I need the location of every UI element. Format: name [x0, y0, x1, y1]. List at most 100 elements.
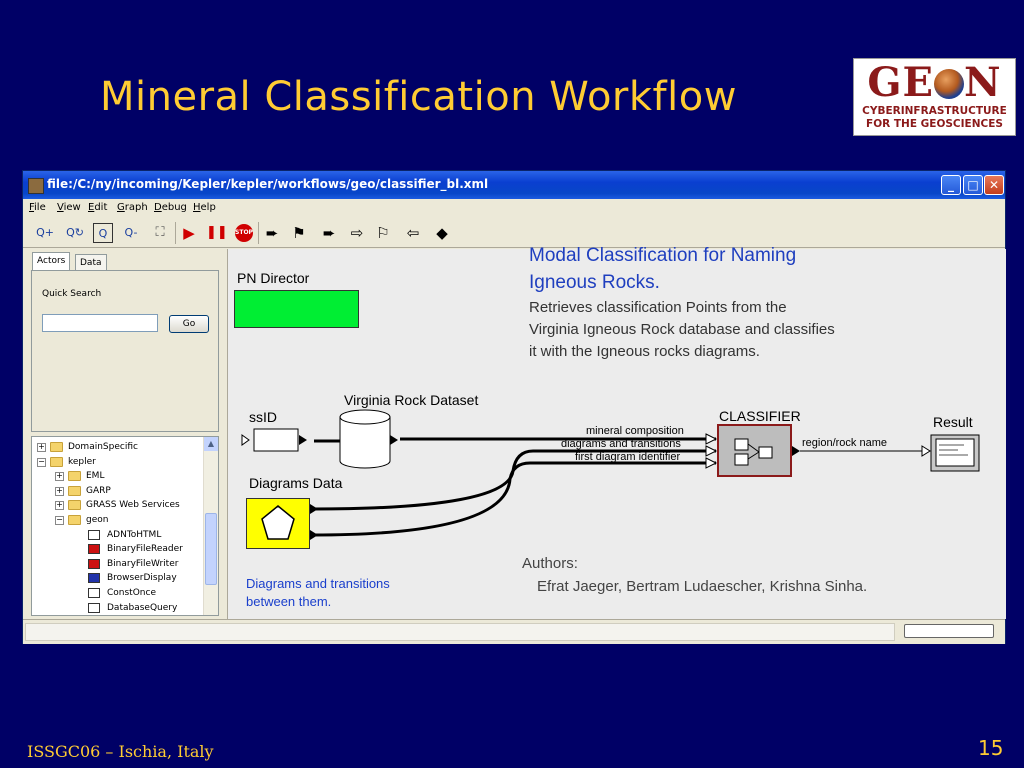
actor-tree: + DomainSpecific − kepler + EML + GARP +GRASS We…: [31, 436, 219, 616]
zoom-fit-icon[interactable]: Q: [93, 223, 113, 243]
zoom-out-icon[interactable]: Q-: [124, 226, 138, 239]
zoom-in-icon[interactable]: Q+: [36, 226, 54, 239]
tree-item[interactable]: BinaryFileReader: [32, 542, 202, 556]
tree-item-label: GARP: [86, 485, 111, 496]
menu-debug[interactable]: Debug: [154, 202, 187, 213]
multiport-io-icon[interactable]: ⇦: [406, 224, 420, 242]
go-button[interactable]: Go: [169, 315, 209, 333]
workflow-canvas[interactable]: Modal Classification for Naming Igneous …: [227, 245, 1006, 619]
menu-file[interactable]: File: [29, 202, 46, 213]
tab-actors[interactable]: Actors: [32, 252, 71, 270]
folder-icon: [68, 485, 81, 496]
folder-icon: [68, 471, 81, 482]
run-icon[interactable]: ▶: [183, 224, 195, 242]
scrollbar-thumb[interactable]: [205, 513, 217, 585]
expand-icon[interactable]: +: [55, 471, 64, 482]
zoom-reset-icon[interactable]: Q↻: [66, 226, 84, 239]
pause-icon[interactable]: ❚❚: [206, 225, 228, 240]
result-lines: [939, 444, 968, 456]
menu-graph[interactable]: Graph: [117, 202, 148, 213]
io-port-icon[interactable]: ➨: [322, 224, 336, 242]
result-screen-icon: [935, 438, 975, 467]
kepler-window: file:/C:/ny/incoming/Kepler/kepler/workf…: [22, 170, 1006, 644]
tree-item[interactable]: + GARP: [32, 484, 202, 498]
database-icon[interactable]: [339, 417, 391, 469]
classifier-actor[interactable]: [717, 424, 792, 477]
tree-item[interactable]: BrowserDisplay: [32, 571, 202, 585]
tree-item[interactable]: ADNToHTML: [32, 528, 202, 542]
minimize-button[interactable]: _: [941, 175, 961, 195]
folder-icon: [68, 515, 81, 525]
menu-edit[interactable]: Edit: [88, 202, 108, 213]
tree-item-label: DomainSpecific: [68, 442, 138, 452]
tree-item[interactable]: − geon: [32, 513, 202, 527]
tree-item-label: kepler: [68, 456, 96, 467]
pn-director[interactable]: [234, 290, 359, 328]
link-diagrams-transitions: [312, 449, 716, 511]
authors-label: Authors:: [522, 555, 578, 572]
director-label: PN Director: [237, 270, 310, 286]
tree-item[interactable]: + DomainSpecific: [32, 440, 202, 454]
tree-item-label: ADNToHTML: [107, 529, 162, 540]
diagrams-port-1: [310, 504, 318, 514]
tree-item[interactable]: ConstOnce: [32, 586, 202, 600]
tree-item[interactable]: DatabaseQuery: [32, 601, 202, 615]
tree-item-label: geon: [86, 515, 109, 525]
classifier-port-1: [705, 433, 718, 445]
search-input[interactable]: [42, 314, 158, 332]
stop-icon[interactable]: STOP: [235, 224, 253, 242]
footer-text: ISSGC06 – Ischia, Italy: [27, 742, 214, 761]
ssid-output-port: [299, 435, 307, 445]
menu-bar: File View Edit Graph Debug Help: [23, 199, 1005, 217]
menu-help[interactable]: Help: [193, 202, 216, 213]
expand-icon[interactable]: +: [37, 442, 46, 452]
dataset-output-port: [390, 435, 398, 445]
multiport-output-icon[interactable]: ⇨: [350, 224, 364, 242]
tree-item[interactable]: + EML: [32, 469, 202, 483]
ssid-actor[interactable]: [253, 428, 299, 452]
tab-data[interactable]: Data: [75, 254, 107, 270]
actor-icon: [88, 558, 100, 569]
link-first-diagram: [312, 461, 716, 537]
tree-item[interactable]: +GRASS Web Services: [32, 498, 202, 512]
director-fill: [235, 291, 358, 327]
link-arrow: [921, 445, 931, 457]
multiport-input-icon[interactable]: ⚐: [376, 224, 390, 242]
tree-item-label: BinaryFileReader: [107, 544, 183, 555]
workflow-graph: [235, 291, 980, 548]
actor-icon: [88, 529, 100, 540]
input-port-icon[interactable]: ⚑: [292, 224, 306, 242]
expand-icon[interactable]: +: [55, 500, 64, 511]
collapse-icon[interactable]: −: [55, 515, 64, 525]
tree-scrollbar[interactable]: ▲: [203, 437, 218, 615]
globe-icon: [934, 69, 965, 99]
scroll-up-icon[interactable]: ▲: [204, 437, 218, 451]
title-bar[interactable]: file:/C:/ny/incoming/Kepler/kepler/workf…: [23, 171, 1005, 199]
ssid-label: ssID: [249, 409, 277, 425]
relation-icon[interactable]: ◆: [436, 224, 448, 242]
tree-item-label: EML: [86, 471, 105, 482]
output-port-icon[interactable]: ➨: [265, 224, 279, 242]
menu-view[interactable]: View: [57, 202, 81, 213]
composite-box-2: [734, 453, 749, 466]
toolbar-separator: [258, 222, 259, 244]
tree-item-label: ConstOnce: [107, 588, 156, 598]
tree-item-label: DatabaseQuery: [107, 602, 178, 613]
diagrams-data-actor[interactable]: [246, 498, 310, 549]
port-first-diagram: first diagram identifier: [575, 451, 681, 463]
classifier-port-3: [705, 457, 718, 469]
collapse-icon[interactable]: −: [37, 456, 46, 467]
workflow-heading-line-1: Modal Classification for Naming: [529, 245, 797, 266]
maximize-button[interactable]: □: [963, 175, 983, 195]
classifier-label: CLASSIFIER: [719, 408, 801, 424]
classifier-port-2: [705, 445, 718, 457]
expand-icon[interactable]: +: [55, 485, 64, 496]
close-button[interactable]: ✕: [984, 175, 1004, 195]
fullscreen-icon[interactable]: ⛶: [155, 225, 165, 240]
status-bar: [23, 619, 1005, 644]
tree-item[interactable]: BinaryFileWriter: [32, 557, 202, 571]
app-icon: [28, 178, 44, 194]
tree-item[interactable]: − kepler: [32, 455, 202, 469]
